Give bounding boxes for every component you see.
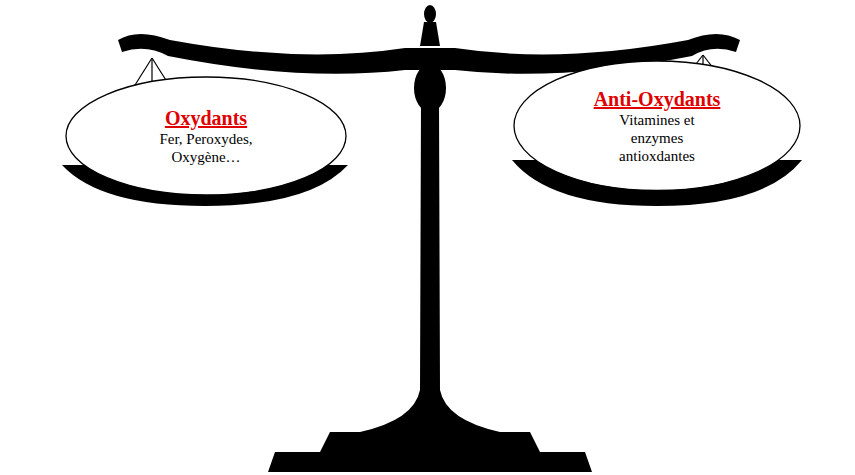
scale-column (268, 5, 592, 472)
pan-body: Fer, Peroxydes, Oxygène… (131, 130, 281, 166)
pan-heading: Oxydants (165, 107, 247, 130)
pan-heading: Anti-Oxydants (594, 88, 721, 111)
ellipse-node: OxydantsFer, Peroxydes, Oxygène… (65, 76, 347, 196)
ellipse-shape (66, 77, 346, 195)
ellipse-node: Anti-OxydantsVitamines et enzymes antiox… (513, 60, 801, 192)
ellipse-shape (514, 61, 800, 191)
pan-body: Vitamines et enzymes antioxdantes (592, 111, 722, 165)
